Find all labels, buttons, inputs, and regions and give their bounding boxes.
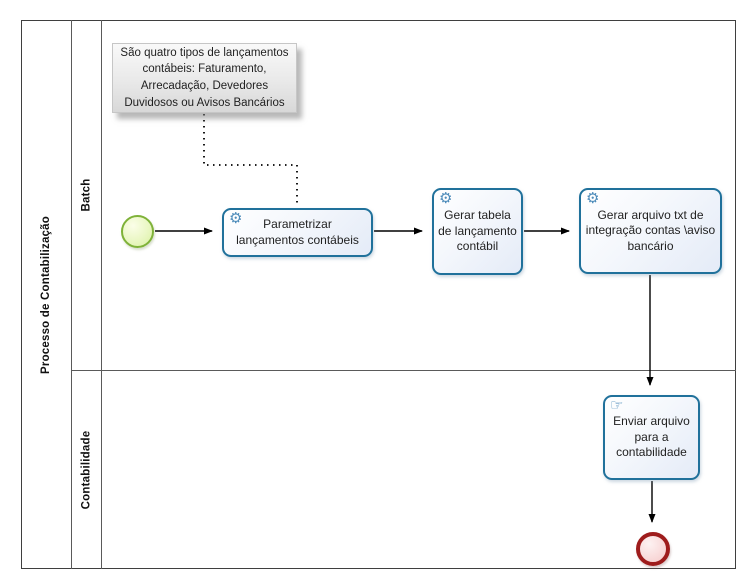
lane-label-batch: Batch xyxy=(80,178,93,212)
lane-header-contabilidade: Contabilidade xyxy=(72,370,102,569)
gear-icon: ⚙ xyxy=(229,210,243,227)
pool-label: Processo de Contabilização xyxy=(40,215,53,374)
end-event[interactable] xyxy=(636,532,670,566)
task-gerar-arquivo-txt[interactable]: ⚙ Gerar arquivo txt de integração contas… xyxy=(579,188,722,274)
start-event[interactable] xyxy=(121,215,154,248)
hand-icon: ☞ xyxy=(610,397,624,414)
gear-icon: ⚙ xyxy=(586,190,600,207)
task-gerar-tabela-de-lancamento-contabil[interactable]: ⚙ Gerar tabela de lançamento contábil xyxy=(432,188,523,275)
task-label: Enviar arquivo para a contabilidade xyxy=(613,414,690,460)
pool-header: Processo de Contabilização xyxy=(21,20,72,569)
lane-label-contabilidade: Contabilidade xyxy=(80,430,93,509)
lane-header-batch: Batch xyxy=(72,20,102,370)
task-parametrizar-lancamentos-contabeis[interactable]: ⚙ Parametrizar lançamentos contábeis xyxy=(222,208,373,257)
text-annotation[interactable]: São quatro tipos de lançamentos contábei… xyxy=(112,43,297,113)
gear-icon: ⚙ xyxy=(439,190,453,207)
task-label: Gerar tabela de lançamento contábil xyxy=(438,208,517,254)
task-label: Gerar arquivo txt de integração contas \… xyxy=(585,207,716,253)
lane-divider xyxy=(72,370,736,371)
task-label: Parametrizar lançamentos contábeis xyxy=(236,216,359,247)
task-enviar-arquivo-para-contabilidade[interactable]: ☞ Enviar arquivo para a contabilidade xyxy=(603,395,700,480)
